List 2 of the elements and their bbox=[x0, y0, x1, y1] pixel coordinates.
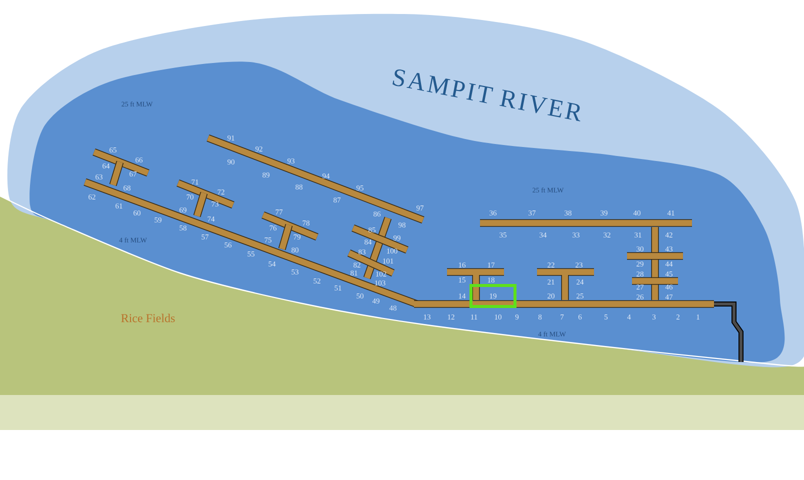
river-name: SAMPIT RIVER bbox=[392, 69, 580, 122]
area-name: Rice Fields bbox=[121, 314, 175, 322]
